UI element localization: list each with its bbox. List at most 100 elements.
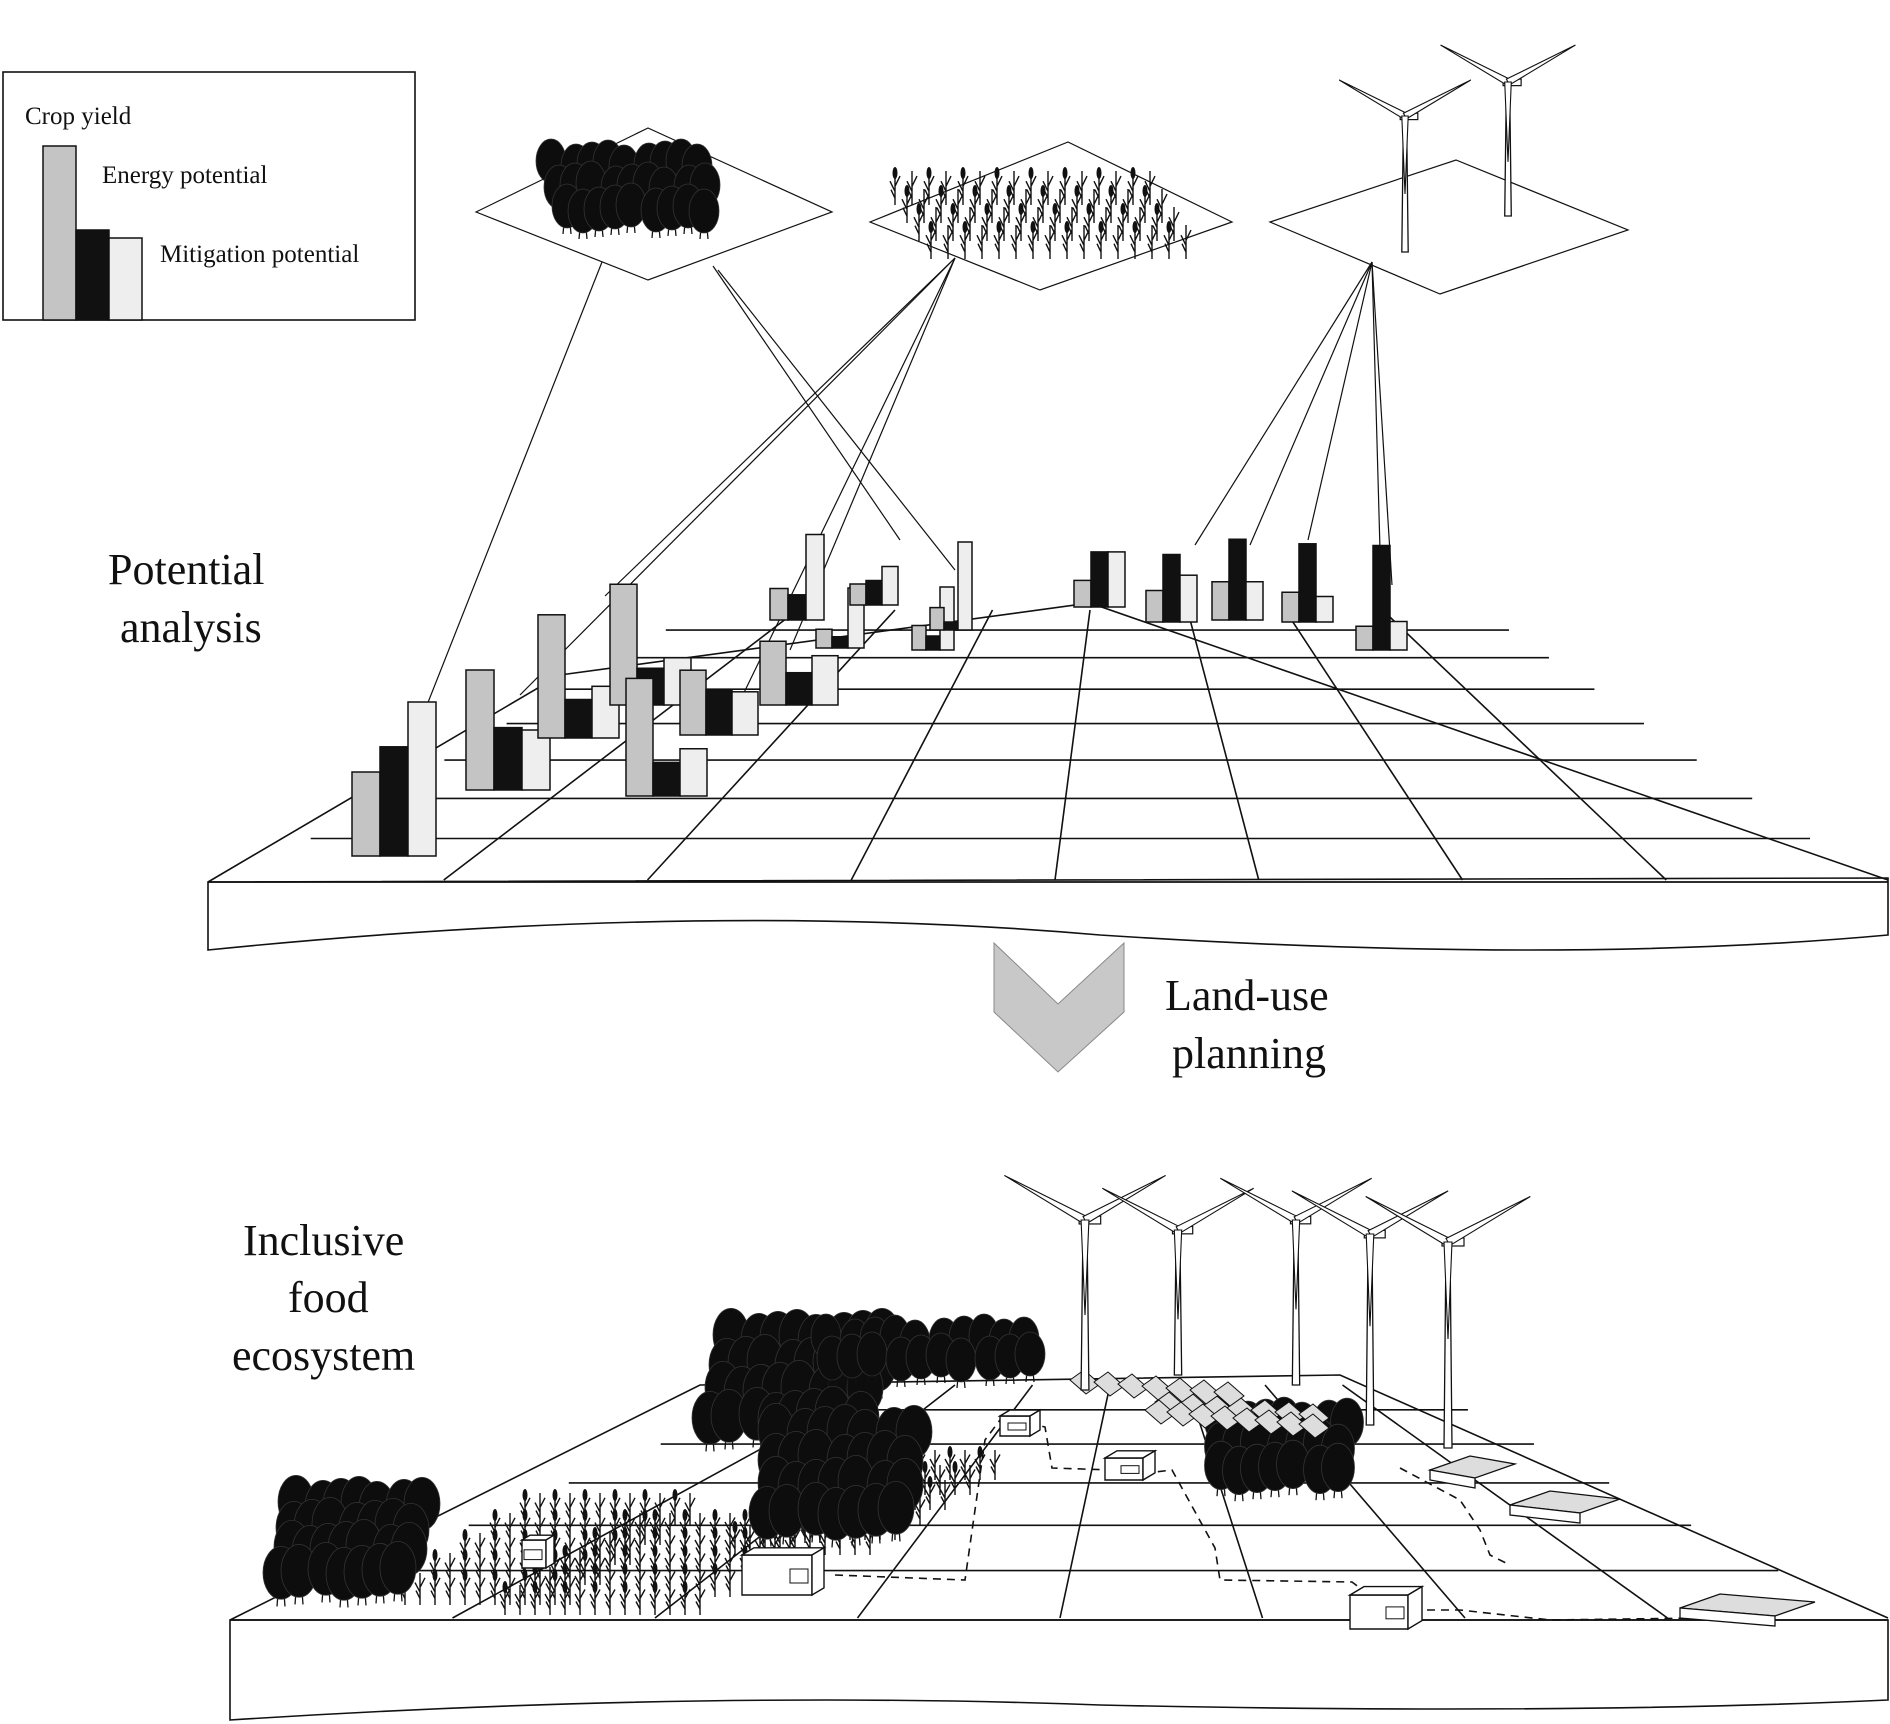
crop-ear: [492, 1569, 498, 1581]
turbine-blade: [1004, 1174, 1088, 1225]
crop-ear: [1132, 221, 1138, 233]
crop-ear: [522, 1509, 528, 1521]
cropland-tile-base: [868, 141, 1234, 291]
crop-ear: [522, 1489, 528, 1501]
legend-swatch-mitigation: [108, 237, 143, 321]
turbine-blade: [1505, 44, 1576, 86]
bar-crop: [705, 689, 733, 736]
bar-energy: [929, 606, 945, 631]
bar-energy: [679, 669, 707, 736]
bar-mitigation: [1315, 595, 1334, 623]
wind-turbine-icon: [1338, 44, 1576, 253]
crop-ear: [994, 167, 1000, 179]
crop-ear: [682, 1563, 688, 1575]
bar-mitigation: [1389, 620, 1408, 651]
legend: Crop yield Energy potential Mitigation p…: [2, 71, 416, 321]
label-planning-line2: planning: [1172, 1029, 1326, 1078]
turbine-blade: [1291, 1219, 1301, 1310]
building-window: [1120, 1465, 1140, 1474]
building-window: [523, 1549, 543, 1561]
crop-ear: [1108, 185, 1114, 197]
crop-ear: [977, 1446, 983, 1458]
crop-ear: [642, 1509, 648, 1521]
turbine-blade: [1080, 1219, 1090, 1316]
crop-ear: [938, 185, 944, 197]
tree: [1014, 1331, 1046, 1383]
crop-ear: [1018, 203, 1024, 215]
crop-ear: [622, 1509, 628, 1521]
bar-group: [1281, 543, 1334, 623]
crop-ear: [562, 1563, 568, 1575]
crop-ear: [742, 1509, 748, 1521]
crop-ear: [1130, 167, 1136, 179]
crop-ear: [682, 1581, 688, 1593]
crop-ear: [622, 1527, 628, 1539]
turbine-blade: [1173, 1229, 1183, 1320]
crop-ear: [622, 1581, 628, 1593]
legend-item-energy: Energy potential: [102, 162, 268, 189]
label-ecosystem-line3: ecosystem: [232, 1331, 415, 1380]
warehouse-wall: [1429, 1469, 1476, 1489]
turbine-blade: [1401, 115, 1409, 195]
label-ecosystem-line1: Inclusive: [243, 1216, 404, 1265]
bar-group: [1355, 544, 1408, 651]
crop-ear: [432, 1569, 438, 1581]
legend-title: Crop yield: [25, 103, 132, 130]
crop-ear: [592, 1545, 598, 1557]
tree: [768, 1484, 806, 1545]
crop-ear: [642, 1489, 648, 1501]
bar-crop: [652, 761, 681, 797]
grid-col-line: [1059, 1384, 1111, 1619]
crop-ear: [972, 185, 978, 197]
bar-crop: [925, 635, 941, 651]
crop-ear: [622, 1545, 628, 1557]
legend-swatch-crop: [75, 229, 110, 321]
crop-ear: [682, 1545, 688, 1557]
crop-ear: [652, 1509, 658, 1521]
tree: [688, 188, 720, 240]
crop-ear: [522, 1569, 528, 1581]
bar-group: [1211, 538, 1264, 621]
tree-crown: [1321, 1442, 1355, 1493]
building-side: [545, 1533, 555, 1570]
bar-energy: [1211, 581, 1230, 621]
crop-ear: [562, 1581, 568, 1593]
barn-icon: [997, 1408, 1043, 1438]
crop-ear: [1030, 221, 1036, 233]
bar-energy: [849, 583, 867, 606]
upper-platform-top: [207, 602, 1889, 883]
bar-group: [849, 565, 899, 606]
wind-turbine: [1220, 1177, 1372, 1386]
barn-icon: [519, 1533, 557, 1570]
crop-ear: [682, 1527, 688, 1539]
crop-ear: [1006, 185, 1012, 197]
bar-mitigation: [957, 541, 973, 631]
crop-ear: [1154, 203, 1160, 215]
bar-energy: [815, 628, 833, 649]
bar-group: [609, 583, 692, 706]
grid-col-line: [1284, 609, 1464, 881]
crop-ear: [652, 1545, 658, 1557]
crop-ear: [652, 1527, 658, 1539]
bar-energy: [465, 669, 495, 791]
bar-crop: [564, 698, 593, 739]
grid-col-line: [850, 609, 994, 881]
crop-ear: [928, 221, 934, 233]
crop-ear: [1142, 185, 1148, 197]
forest-icon: [535, 138, 721, 240]
wind-tile-base: [1268, 159, 1630, 295]
bar-energy: [1145, 589, 1164, 623]
bar-crop: [785, 671, 813, 706]
bar-mitigation: [731, 691, 759, 736]
lower-platform-slab: [229, 1619, 1889, 1721]
crop-ear: [562, 1545, 568, 1557]
bar-crop: [943, 621, 959, 631]
crop-ear: [922, 1461, 928, 1473]
building-window: [1007, 1422, 1027, 1431]
crop-ear: [926, 167, 932, 179]
crop-ear: [622, 1563, 628, 1575]
turbine-blade: [1504, 81, 1512, 162]
grid-col-line: [1054, 609, 1091, 881]
upper-platform: [207, 602, 1889, 951]
